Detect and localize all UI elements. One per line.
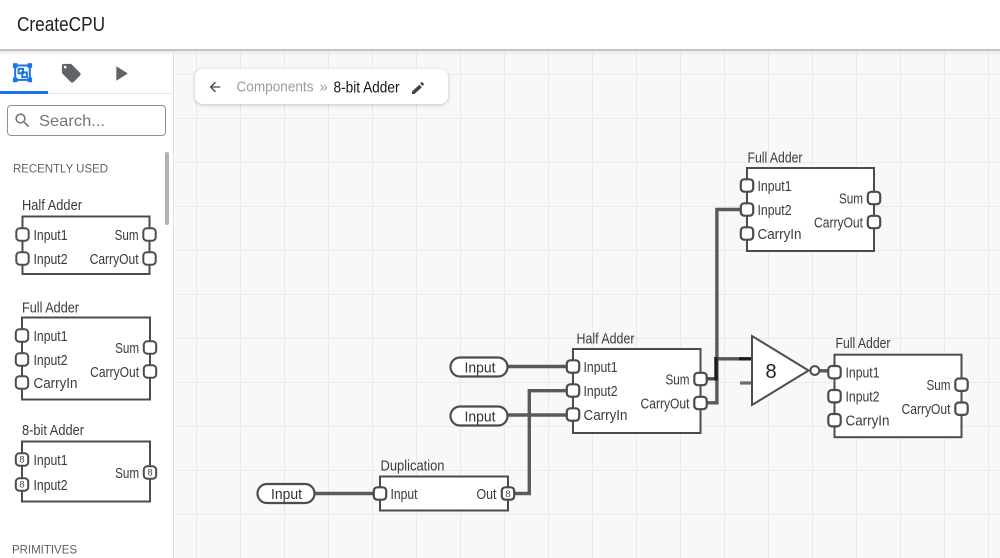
svg-text:Input2: Input2 (34, 251, 68, 268)
svg-text:Input1: Input1 (34, 227, 68, 244)
svg-text:»: » (320, 79, 328, 96)
svg-text:Sum: Sum (927, 377, 951, 394)
svg-text:Input2: Input2 (758, 202, 792, 219)
svg-text:Components: Components (237, 79, 314, 96)
svg-text:RECENTLY USED: RECENTLY USED (13, 162, 108, 176)
svg-text:Input1: Input1 (758, 178, 792, 195)
svg-text:PRIMITIVES: PRIMITIVES (12, 543, 77, 557)
svg-text:Input2: Input2 (34, 352, 68, 369)
svg-text:Input: Input (271, 486, 303, 503)
svg-text:Full Adder: Full Adder (836, 335, 891, 352)
svg-text:CarryIn: CarryIn (846, 413, 890, 430)
svg-text:8-bit Adder: 8-bit Adder (334, 80, 401, 97)
svg-text:8-bit Adder: 8-bit Adder (22, 422, 84, 439)
svg-text:8: 8 (19, 455, 24, 466)
svg-text:Out: Out (477, 486, 498, 503)
svg-text:CarryIn: CarryIn (34, 375, 78, 392)
svg-text:8: 8 (19, 480, 24, 491)
svg-text:8: 8 (765, 361, 776, 383)
svg-text:CarryIn: CarryIn (584, 407, 628, 424)
svg-text:Input: Input (465, 408, 497, 425)
svg-text:Full Adder: Full Adder (22, 300, 79, 317)
svg-text:CarryOut: CarryOut (90, 364, 140, 381)
svg-text:Input2: Input2 (584, 383, 618, 400)
svg-text:Input1: Input1 (34, 328, 68, 345)
svg-text:Sum: Sum (666, 371, 690, 388)
svg-text:Sum: Sum (839, 190, 863, 207)
svg-text:Sum: Sum (115, 465, 139, 482)
svg-text:Half Adder: Half Adder (22, 197, 82, 214)
svg-text:Input2: Input2 (34, 477, 68, 494)
svg-text:Search...: Search... (39, 113, 105, 130)
svg-text:CarryOut: CarryOut (641, 395, 691, 412)
svg-text:Input2: Input2 (846, 389, 880, 406)
svg-text:8: 8 (505, 489, 510, 500)
svg-text:CarryOut: CarryOut (814, 214, 864, 231)
svg-text:Sum: Sum (115, 227, 139, 244)
svg-text:Input1: Input1 (584, 359, 618, 376)
svg-text:CarryOut: CarryOut (90, 251, 140, 268)
svg-text:Full Adder: Full Adder (748, 150, 803, 167)
svg-text:8: 8 (147, 468, 152, 479)
svg-text:CarryOut: CarryOut (902, 401, 952, 418)
svg-text:CreateCPU: CreateCPU (17, 14, 105, 36)
svg-text:Input1: Input1 (34, 452, 68, 469)
svg-text:Input1: Input1 (846, 365, 880, 382)
svg-text:CarryIn: CarryIn (758, 226, 802, 243)
svg-text:Input: Input (391, 486, 419, 503)
svg-text:Input: Input (465, 359, 497, 376)
svg-text:Sum: Sum (115, 340, 139, 357)
svg-text:Duplication: Duplication (381, 458, 445, 475)
svg-text:Half Adder: Half Adder (577, 331, 635, 348)
